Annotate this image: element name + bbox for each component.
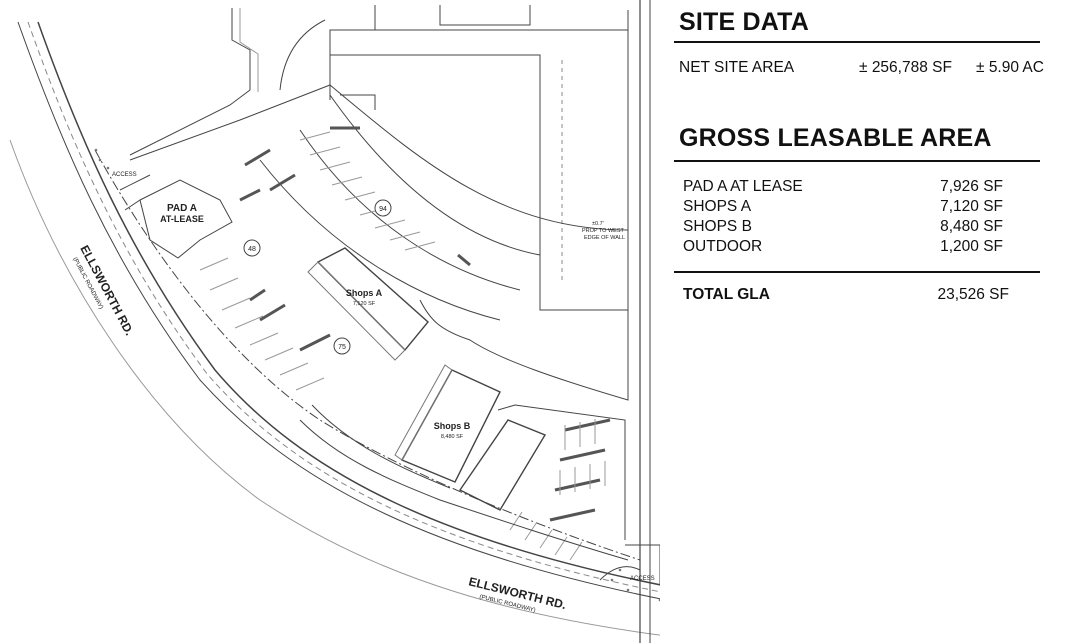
gla-row-value: 8,480 SF bbox=[940, 218, 1003, 235]
wall-note-line1: PROP TO WEST bbox=[582, 228, 625, 234]
site-data-rule bbox=[674, 41, 1040, 43]
access-label-south: ACCESS bbox=[630, 576, 655, 582]
net-site-area-sf: ± 256,788 SF bbox=[859, 59, 952, 76]
gla-row-label: SHOPS B bbox=[683, 218, 752, 235]
road-edge-east bbox=[37, 21, 660, 586]
gla-row-value: 1,200 SF bbox=[940, 238, 1003, 255]
site-plan-drawing: 94 48 75 PAD A AT-LEASE Shops A 7,120 SF… bbox=[9, 0, 660, 643]
site-data-heading: SITE DATA bbox=[679, 8, 810, 36]
gla-row: SHOPS A 7,120 SF bbox=[683, 198, 1003, 218]
pad-c-footprint bbox=[458, 419, 547, 511]
road-label-west: ELLSWORTH RD. bbox=[77, 243, 136, 338]
road-edge-lower bbox=[9, 139, 660, 636]
site-boundary bbox=[129, 84, 629, 401]
north-parcel-lines bbox=[129, 8, 251, 156]
pad-a-label: PAD A bbox=[167, 203, 197, 214]
wall-note-dim: ±0.7' bbox=[592, 221, 604, 227]
pad-a-sublabel: AT-LEASE bbox=[160, 214, 204, 224]
gla-row-label: PAD A AT LEASE bbox=[683, 178, 803, 195]
gla-row-label: OUTDOOR bbox=[683, 238, 763, 255]
shops-b-area: 8,480 SF bbox=[441, 434, 464, 440]
parking-count-west: 48 bbox=[248, 246, 256, 253]
road-edge-west bbox=[17, 21, 660, 600]
gla-heading: GROSS LEASABLE AREA bbox=[679, 124, 992, 152]
gla-total-value: 23,526 SF bbox=[937, 286, 1009, 303]
net-site-area-label: NET SITE AREA bbox=[679, 59, 795, 76]
gla-row-value: 7,120 SF bbox=[940, 198, 1003, 215]
parking-count-center: 75 bbox=[338, 344, 346, 351]
gla-row: SHOPS B 8,480 SF bbox=[683, 218, 1003, 238]
shops-b-label: Shops B bbox=[434, 421, 471, 431]
gla-row: OUTDOOR 1,200 SF bbox=[683, 238, 1003, 258]
shops-a-label: Shops A bbox=[346, 288, 383, 298]
wall-note-line2: EDGE OF WALL bbox=[584, 235, 625, 241]
pad-a-footprint bbox=[139, 179, 233, 259]
gla-total-label: TOTAL GLA bbox=[683, 286, 770, 303]
gla-row-value: 7,926 SF bbox=[940, 178, 1003, 195]
shops-a-area: 7,120 SF bbox=[353, 301, 376, 307]
parking-count-north: 94 bbox=[379, 206, 387, 213]
property-line bbox=[94, 149, 641, 561]
gla-row-label: SHOPS A bbox=[683, 198, 752, 215]
access-label-north: ACCESS bbox=[112, 172, 137, 178]
gla-rule-top bbox=[674, 160, 1040, 162]
road-centerline bbox=[27, 21, 660, 593]
site-data-panel: SITE DATA NET SITE AREA ± 256,788 SF ± 5… bbox=[672, 0, 1062, 643]
net-site-area-ac: ± 5.90 AC bbox=[976, 59, 1044, 76]
gla-total-row: TOTAL GLA 23,526 SF bbox=[683, 286, 1009, 306]
gla-row: PAD A AT LEASE 7,926 SF bbox=[683, 178, 1003, 198]
gla-rule-bottom bbox=[674, 271, 1040, 273]
